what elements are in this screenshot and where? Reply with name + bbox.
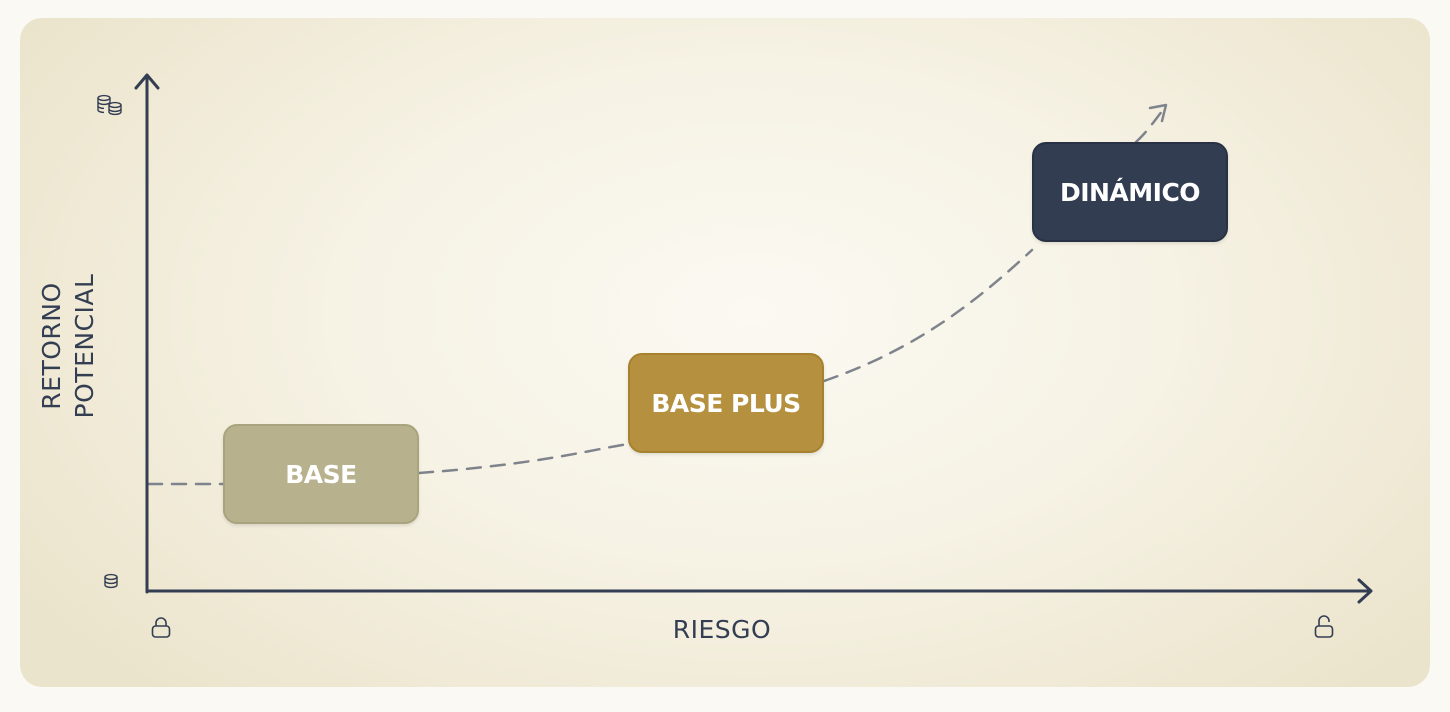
x-axis-label: RIESGO: [672, 615, 772, 644]
box-dinamico-label: DINÁMICO: [1059, 177, 1201, 207]
y-axis-label: RETORNO POTENCIAL: [35, 196, 105, 496]
curve-arrowhead: [1148, 103, 1168, 123]
box-base-label: BASE: [285, 459, 357, 489]
y-axis-label-line2: POTENCIAL: [70, 273, 99, 419]
diagram-panel: RETORNO POTENCIAL RIESGO BASE BASE PLUS …: [20, 18, 1430, 687]
growth-curve: [146, 108, 1165, 486]
lock-open-icon: [1314, 615, 1334, 638]
box-base-plus-label: BASE PLUS: [651, 388, 801, 418]
box-base: BASE: [223, 424, 419, 524]
lock-closed-icon: [151, 617, 171, 638]
box-dinamico: DINÁMICO: [1032, 142, 1228, 242]
y-axis-arrowhead: [134, 73, 160, 90]
x-axis-arrowhead: [1357, 578, 1373, 604]
y-axis-label-line1: RETORNO: [37, 282, 66, 410]
single-coin-icon: [104, 573, 118, 589]
coins-stack-icon: [97, 94, 122, 116]
diagram-canvas: [134, 73, 1373, 604]
box-base-plus: BASE PLUS: [628, 353, 824, 453]
